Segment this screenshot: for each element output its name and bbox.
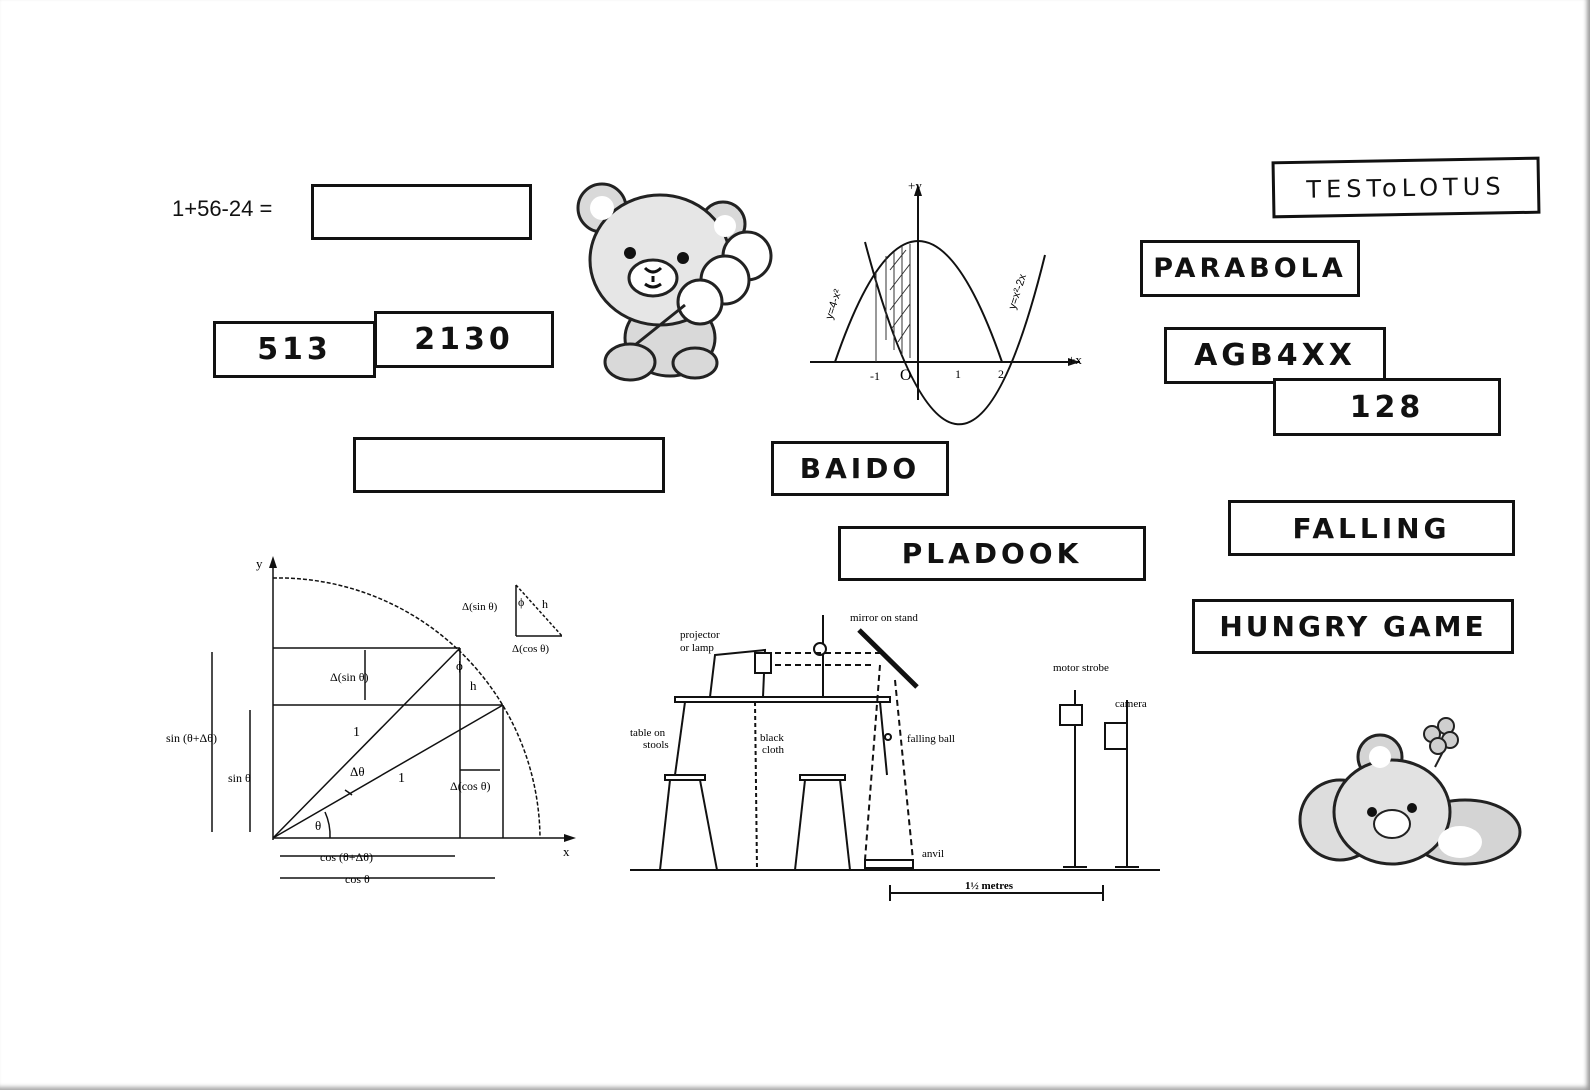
y-axis-label: +y	[908, 178, 922, 193]
metres-label: 1½ metres	[965, 880, 1014, 892]
table-label: table on	[630, 727, 666, 739]
box-parabola: PARABOLA	[1140, 240, 1360, 297]
inset-phi-label: ϕ	[518, 595, 524, 609]
box-128: 128	[1273, 378, 1501, 436]
box-513: 513	[213, 321, 376, 378]
bear-clover-illustration	[1298, 717, 1522, 866]
h-label: h	[470, 678, 477, 693]
dtheta-label: Δθ	[350, 764, 365, 779]
one-b-label: 1	[398, 771, 405, 786]
cloth-label: cloth	[762, 744, 784, 756]
stools-label: stools	[643, 739, 669, 751]
tick-1: 1	[955, 367, 961, 381]
equation-label: 1+56-24 =	[172, 196, 273, 221]
x-axis-label: +x	[1068, 352, 1082, 367]
equation-answer-box[interactable]	[311, 184, 532, 240]
trig-y-label: y	[256, 556, 263, 571]
inset-dcos-label: Δ(cos θ)	[512, 643, 549, 655]
box-pladook: PLADOOK	[838, 526, 1146, 581]
inset-dsin-label: Δ(sin θ)	[462, 601, 498, 613]
black-label: black	[760, 732, 784, 744]
sin-label: sin θ	[228, 771, 251, 785]
trig-derivative-diagram: y x Δ(sin θ) Δ(cos θ) sin (θ+Δθ) sin θ 1…	[166, 556, 576, 886]
anvil-label: anvil	[922, 848, 944, 860]
mirror-label: mirror on stand	[850, 612, 918, 624]
phi-label: ϕ	[456, 658, 463, 673]
inset-h-label: h	[542, 597, 548, 611]
camera-label: camera	[1115, 698, 1147, 710]
tick-2: 2	[998, 367, 1004, 381]
tick-origin: O	[900, 367, 912, 384]
box-testolotus: TESToLOTUS	[1271, 156, 1541, 219]
tick-minus1: -1	[870, 369, 880, 383]
curve2-label: y=x²-2x	[1006, 272, 1029, 311]
box-2130: 2130	[374, 311, 554, 368]
theta-label: θ	[315, 818, 321, 833]
cos-label: cos θ	[345, 872, 370, 886]
projector-label: projector	[680, 629, 720, 641]
falling-ball-apparatus: projector or lamp mirror on stand table …	[630, 612, 1160, 901]
motor-label: motor strobe	[1053, 662, 1109, 674]
one-a-label: 1	[353, 725, 360, 740]
ball-label: falling ball	[907, 733, 955, 745]
cos-sum-label: cos (θ+Δθ)	[320, 850, 373, 864]
blank-box[interactable]	[353, 437, 665, 493]
box-baido: BAIDO	[771, 441, 949, 496]
trig-x-label: x	[563, 844, 570, 859]
bear-balloon-illustration	[576, 182, 773, 382]
parabola-graph: +y +x y=4-x² y=x²-2x -1 O 1 2	[810, 178, 1082, 426]
dcos-label: Δ(cos θ)	[450, 779, 490, 793]
sin-sum-label: sin (θ+Δθ)	[166, 731, 217, 745]
curve1-label: y=4-x²	[823, 288, 844, 321]
dsin-label: Δ(sin θ)	[330, 670, 368, 684]
lamp-label: or lamp	[680, 642, 714, 654]
box-hungry-game: HUNGRY GAME	[1192, 599, 1514, 654]
box-agb4xx: AGB4XX	[1164, 327, 1386, 384]
box-falling: FALLING	[1228, 500, 1515, 556]
